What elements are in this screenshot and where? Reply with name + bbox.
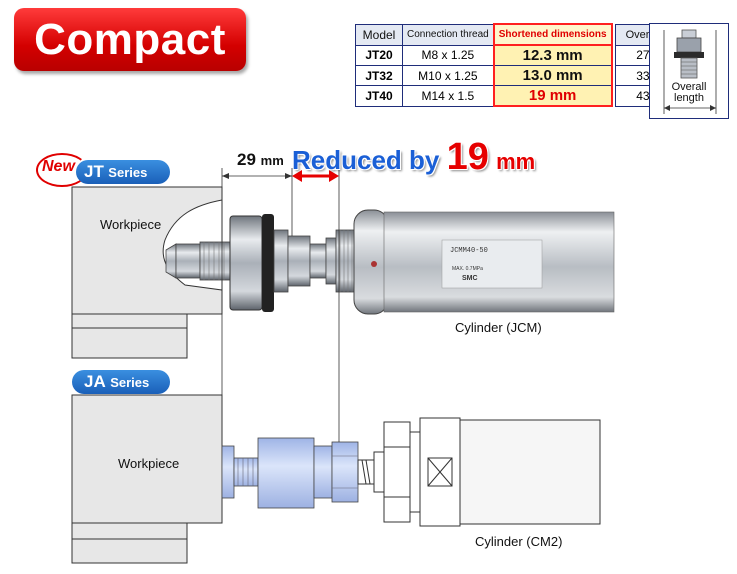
- cm2-cylinder: [357, 417, 601, 527]
- jt-series-badge: JT Series: [76, 160, 170, 184]
- workpiece-top-block: [71, 186, 223, 359]
- ja-series-badge: JA Series: [72, 370, 170, 394]
- workpiece-bottom-block: [71, 394, 223, 564]
- dimension-value: 29: [237, 150, 256, 169]
- table-row: JT40 M14 x 1.5 19 mm 43.0 mm: [355, 85, 705, 107]
- jt-series-name: JT: [84, 162, 104, 181]
- compact-badge: Compact: [14, 8, 246, 71]
- ja-fitting: [221, 437, 359, 509]
- cylinder-jcm-label: Cylinder (JCM): [455, 320, 542, 335]
- header-shortened-dimensions: Shortened dimensions: [492, 23, 613, 46]
- new-label: New: [42, 158, 75, 175]
- jt-fitting: [165, 214, 337, 312]
- dimension-arrow-right: [285, 173, 292, 179]
- model-cell: JT40: [355, 85, 403, 107]
- shortened-cell: 12.3 mm: [492, 44, 613, 66]
- overall-length-label: Overall length: [671, 81, 707, 104]
- cylinder-brand-marking: SMC: [462, 275, 478, 282]
- jcm-cylinder: [335, 209, 615, 315]
- cylinder-model-marking: JCMM40-50: [450, 247, 488, 255]
- workpiece-top-label: Workpiece: [100, 217, 162, 232]
- reduction-arrow-right: [329, 170, 339, 182]
- dimension-29-label: 29 mm: [237, 150, 284, 170]
- fitting-icon: [663, 29, 717, 114]
- workpiece-bottom-label: Workpiece: [118, 456, 180, 471]
- header-model: Model: [355, 23, 403, 46]
- ja-series-name: JA: [84, 372, 106, 391]
- new-ring: [36, 153, 88, 187]
- table-row: JT32 M10 x 1.25 13.0 mm 33.0 mm: [355, 65, 705, 86]
- thread-cell: M8 x 1.25: [401, 44, 495, 66]
- reduction-value: 19: [446, 136, 489, 178]
- overall-length-illustration: Overall length: [649, 23, 729, 119]
- shortened-cell: 19 mm: [492, 85, 613, 107]
- reduction-headline: Reduced by 19 mm: [292, 136, 535, 179]
- dimension-arrow-left: [222, 173, 229, 179]
- jt-series-suffix: Series: [108, 165, 148, 180]
- cylinder-pressure-marking: MAX. 0.7MPa: [452, 266, 483, 272]
- cylinder-cm2-label: Cylinder (CM2): [475, 534, 563, 549]
- dimension-unit: mm: [260, 153, 284, 168]
- reduction-prefix: Reduced by: [292, 145, 440, 175]
- reduction-unit: mm: [496, 149, 536, 174]
- thread-cell: M10 x 1.25: [401, 65, 495, 86]
- reduction-arrow-left: [292, 170, 302, 182]
- shortened-cell: 13.0 mm: [492, 65, 613, 86]
- ja-series-suffix: Series: [110, 375, 150, 390]
- header-connection-thread: Connection thread: [401, 23, 495, 46]
- spec-table: Model Connection thread Shortened dimens…: [355, 23, 705, 107]
